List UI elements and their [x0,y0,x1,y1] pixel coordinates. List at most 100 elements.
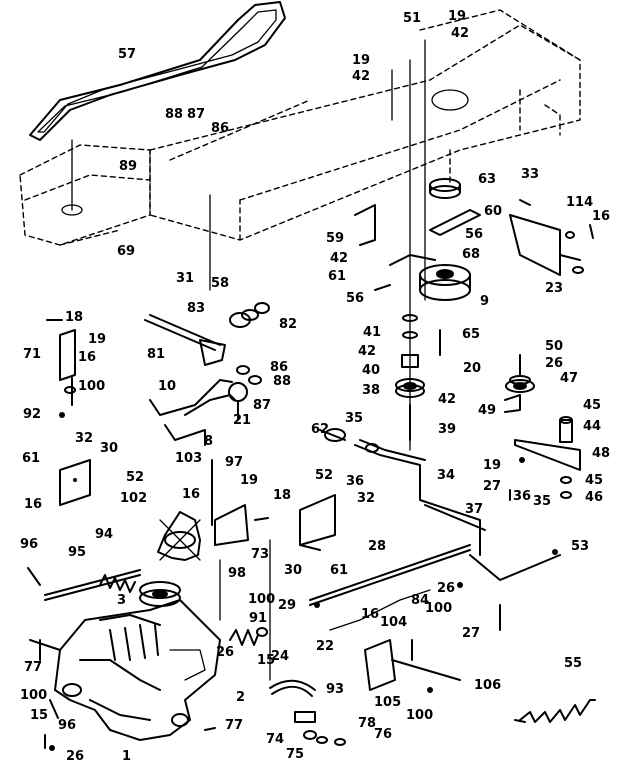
fasteners [39,199,594,751]
callout-60: 60 [484,204,502,219]
shift-lever [149,365,262,446]
callout-8: 8 [204,434,213,449]
callout-51: 51 [403,11,421,26]
pivot-arm [504,394,581,499]
callout-74: 74 [266,732,284,747]
callout-16: 16 [592,209,610,224]
callout-28: 28 [368,539,386,554]
callout-36: 36 [346,474,364,489]
callout-58: 58 [211,276,229,291]
callout-42: 42 [330,251,348,266]
callout-36: 36 [513,489,531,504]
callout-46: 46 [585,490,603,505]
callout-61: 61 [22,451,40,466]
callout-57: 57 [118,47,136,62]
engine-pulley-assembly [419,178,471,301]
callout-40: 40 [362,363,380,378]
callout-104: 104 [380,615,407,630]
idler-bracket [354,204,481,266]
callout-26: 26 [216,645,234,660]
callout-42: 42 [438,392,456,407]
callout-106: 106 [474,678,501,693]
callout-10: 10 [158,379,176,394]
callout-23: 23 [545,281,563,296]
callout-59: 59 [326,231,344,246]
callout-92: 92 [23,407,41,422]
callout-26: 26 [545,356,563,371]
callout-62: 62 [311,422,329,437]
callout-16: 16 [182,487,200,502]
callout-86: 86 [270,360,288,375]
bracket-104 [364,639,461,691]
callout-29: 29 [278,598,296,613]
callout-50: 50 [545,339,563,354]
callout-84: 84 [411,593,429,608]
linkage-rods [309,428,561,631]
callout-69: 69 [117,244,135,259]
callout-98: 98 [228,566,246,581]
callout-26: 26 [66,749,84,764]
callout-18: 18 [273,488,291,503]
callout-100: 100 [406,708,433,723]
callout-87: 87 [187,107,205,122]
callout-1: 1 [122,749,131,764]
callout-15: 15 [257,653,275,668]
callout-81: 81 [147,347,165,362]
callout-22: 22 [316,639,334,654]
hose-93 [269,679,316,697]
callout-52: 52 [315,468,333,483]
callout-96: 96 [20,537,38,552]
callout-56: 56 [465,227,483,242]
spring-25 [229,627,268,646]
callout-53: 53 [571,539,589,554]
spring-55 [514,699,596,723]
callout-114: 114 [566,195,593,210]
callout-63: 63 [478,172,496,187]
callout-88: 88 [165,107,183,122]
callout-38: 38 [362,383,380,398]
callout-91: 91 [249,611,267,626]
callout-83: 83 [187,301,205,316]
callout-100: 100 [20,688,47,703]
callout-93: 93 [326,682,344,697]
callout-105: 105 [374,695,401,710]
callout-86: 86 [211,121,229,136]
callout-21: 21 [233,413,251,428]
callout-19: 19 [88,332,106,347]
callout-16: 16 [361,607,379,622]
drive-belt [29,1,286,141]
callout-15: 15 [30,708,48,723]
callout-78: 78 [358,716,376,731]
transaxle-housing [29,599,221,749]
callout-103: 103 [175,451,202,466]
callout-19: 19 [448,9,466,24]
callout-95: 95 [68,545,86,560]
spindle-stack [395,314,425,441]
callout-56: 56 [346,291,364,306]
callout-19: 19 [483,458,501,473]
callout-31: 31 [176,271,194,286]
callout-19: 19 [240,473,258,488]
callout-94: 94 [95,527,113,542]
callout-97: 97 [225,455,243,470]
callout-27: 27 [462,626,480,641]
callout-48: 48 [592,446,610,461]
callout-55: 55 [564,656,582,671]
callout-75: 75 [286,747,304,762]
callout-52: 52 [126,470,144,485]
callout-24: 24 [271,649,289,664]
callout-89: 89 [119,159,137,174]
callout-18: 18 [65,310,83,325]
callout-61: 61 [330,563,348,578]
callout-68: 68 [462,247,480,262]
callout-26: 26 [437,581,455,596]
callout-87: 87 [253,398,271,413]
callout-19: 19 [352,53,370,68]
callout-42: 42 [358,344,376,359]
callout-42: 42 [451,26,469,41]
callout-100: 100 [78,379,105,394]
callout-73: 73 [251,547,269,562]
callout-32: 32 [357,491,375,506]
callout-labels: 57 51 19 42 19 42 88 87 86 89 63 33 114 … [20,9,610,764]
callout-49: 49 [478,403,496,418]
